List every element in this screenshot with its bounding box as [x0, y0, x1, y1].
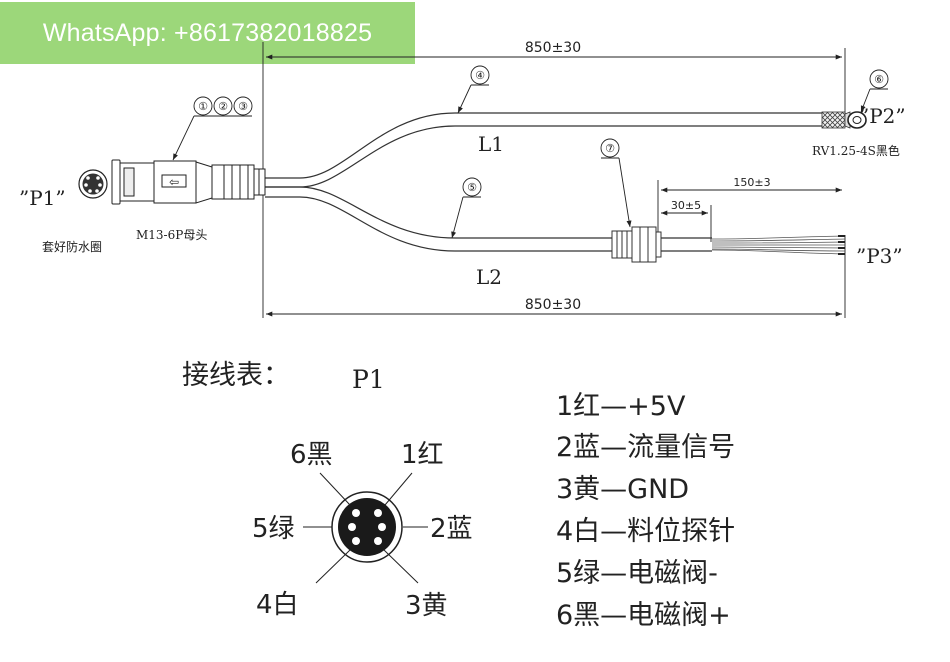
cable-l2	[265, 186, 712, 252]
callout-7-number: ⑦	[605, 142, 615, 155]
whatsapp-banner: WhatsApp: +8617382018825	[0, 2, 415, 64]
dim-bottom-text: 850±30	[525, 297, 581, 313]
wiring-row-1: 1红—+5V	[556, 391, 686, 422]
callout-5-number: ⑤	[467, 181, 477, 194]
p1-connector-arrow-icon: ⇦	[169, 175, 179, 189]
p1-label: ”P1”	[19, 186, 66, 210]
p3-lead-tips	[838, 235, 845, 255]
wiring-connector-name: P1	[352, 365, 385, 394]
dimension-lines	[262, 42, 846, 318]
l2-label: L2	[476, 265, 502, 289]
pin-2-label: 2蓝	[430, 514, 473, 544]
pinout-diagram	[331, 491, 403, 563]
p1-connector	[111, 159, 266, 205]
waterproof-note-text: 套好防水圈	[42, 239, 102, 254]
pin-1-label: 1红	[401, 440, 444, 470]
cable-l1	[265, 112, 823, 188]
wiring-row-5: 5绿—电磁阀-	[556, 558, 718, 589]
callout-1-number: ①	[198, 100, 208, 113]
wiring-row-3: 3黄—GND	[556, 474, 689, 505]
dim-p3-strip-text: 30±5	[671, 199, 701, 212]
pin-3-label: 3黄	[405, 591, 448, 621]
connector-model-text: M13-6P母头	[136, 228, 207, 242]
dim-p3-total-text: 150±3	[733, 176, 770, 189]
wiring-assignment-list: 1红—+5V 2蓝—流量信号 3黄—GND 4白—料位探针 5绿—电磁阀- 6黑…	[556, 391, 735, 631]
callout-2-number: ②	[218, 100, 228, 113]
pin-6-label: 6黑	[290, 440, 333, 470]
pin-4-label: 4白	[256, 590, 299, 620]
wiring-row-4: 4白—料位探针	[556, 516, 735, 547]
p2-label: ”P2”	[859, 104, 906, 128]
p3-label: ”P3”	[856, 244, 903, 268]
pinout-leader-lines	[303, 472, 428, 584]
p1-end-view-icon	[78, 169, 108, 199]
balloon-callouts	[172, 65, 889, 239]
p2-ring-terminal	[844, 111, 867, 129]
ring-terminal-text: RV1.25-4S黑色	[812, 144, 900, 158]
l1-label: L1	[478, 132, 504, 156]
callout-6-number: ⑥	[874, 73, 884, 86]
dim-top-text: 850±30	[525, 40, 581, 56]
p3-flying-leads	[711, 235, 846, 255]
whatsapp-contact-text: WhatsApp: +8617382018825	[42, 18, 373, 47]
callout-4-number: ④	[475, 69, 485, 82]
p2-braid-shield	[821, 111, 846, 129]
callout-3-number: ③	[238, 100, 248, 113]
wiring-table-title: 接线表：	[182, 360, 290, 391]
wiring-row-2: 2蓝—流量信号	[556, 432, 735, 463]
pin-5-label: 5绿	[252, 514, 295, 544]
wiring-row-6: 6黑—电磁阀+	[556, 600, 731, 631]
cable-gland	[611, 226, 662, 263]
